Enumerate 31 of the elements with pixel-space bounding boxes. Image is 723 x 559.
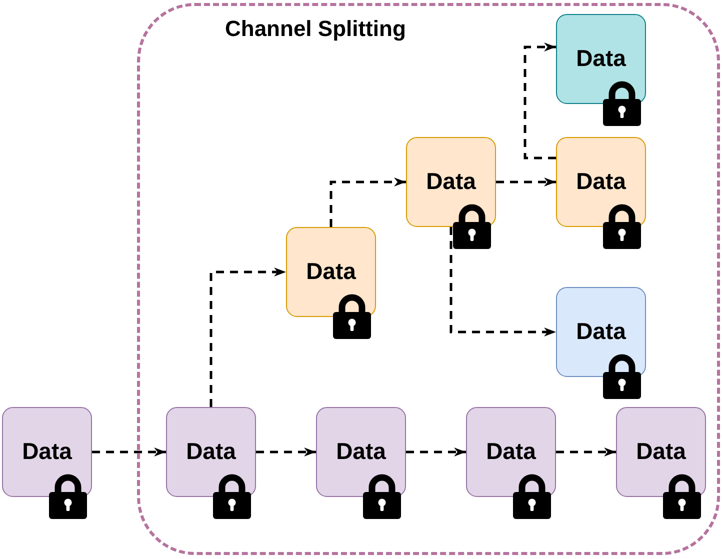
data-box — [556, 137, 646, 227]
box-label: Data — [22, 439, 72, 465]
data-box — [556, 14, 646, 104]
arrow — [450, 227, 556, 336]
box-label: Data — [576, 169, 626, 195]
box-label: Data — [486, 439, 536, 465]
box-label: Data — [636, 439, 686, 465]
data-box — [466, 407, 556, 497]
arrow — [256, 448, 316, 456]
dashed-group-frame — [137, 3, 720, 555]
arrow — [92, 448, 166, 456]
box-label: Data — [426, 169, 476, 195]
arrow — [524, 42, 556, 160]
box-label: Data — [576, 319, 626, 345]
group-title: Channel Splitting — [225, 16, 406, 42]
arrow — [210, 268, 286, 407]
arrow — [496, 178, 556, 186]
box-label: Data — [186, 439, 236, 465]
data-box — [286, 227, 376, 317]
data-box — [616, 407, 706, 497]
box-label: Data — [576, 46, 626, 72]
arrow — [406, 448, 466, 456]
data-box — [2, 407, 92, 497]
box-label: Data — [336, 439, 386, 465]
data-box — [406, 137, 496, 227]
data-box — [166, 407, 256, 497]
data-box — [316, 407, 406, 497]
box-label: Data — [306, 259, 356, 285]
data-box — [556, 287, 646, 377]
arrow — [330, 178, 406, 227]
arrow — [556, 448, 616, 456]
